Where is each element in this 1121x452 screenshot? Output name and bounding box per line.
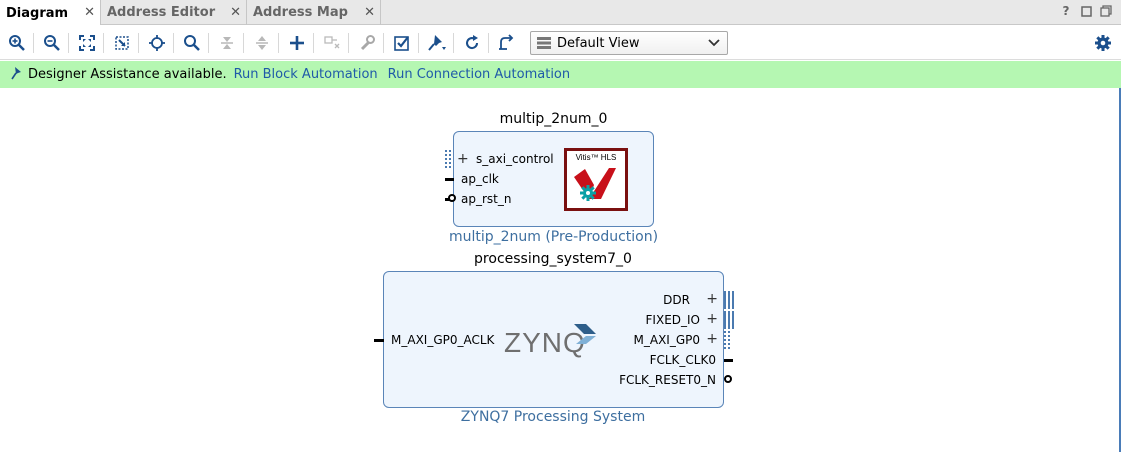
zoom-in-icon[interactable] xyxy=(7,33,27,53)
port-fixed-io[interactable]: FIXED_IO xyxy=(645,313,700,327)
search-icon[interactable] xyxy=(182,33,202,53)
regenerate-layout-icon[interactable] xyxy=(462,33,482,53)
optimize-routing-icon[interactable] xyxy=(497,33,517,53)
port-ap-rst-n[interactable]: ap_rst_n xyxy=(461,192,512,206)
view-select-value: Default View xyxy=(557,35,640,51)
crosshair-icon[interactable] xyxy=(147,33,167,53)
port-line xyxy=(724,359,733,362)
zoom-area-icon[interactable] xyxy=(112,33,132,53)
port-m-axi-gp0-aclk[interactable]: M_AXI_GP0_ACLK xyxy=(391,333,495,347)
port-line xyxy=(374,339,384,342)
port-s-axi-control[interactable]: s_axi_control xyxy=(476,152,554,166)
bus-interface-icon xyxy=(724,291,734,309)
assistance-message: Designer Assistance available. xyxy=(28,67,227,82)
bus-interface-icon xyxy=(724,311,734,329)
close-icon[interactable]: ✕ xyxy=(364,5,375,20)
collapse-all-icon xyxy=(217,33,237,53)
pin-icon xyxy=(10,66,22,84)
zynq-logo: ZYNQ xyxy=(504,327,586,358)
restore-icon[interactable] xyxy=(1079,4,1093,18)
zoom-fit-icon[interactable] xyxy=(77,33,97,53)
bus-interface-icon xyxy=(445,150,451,168)
close-icon[interactable]: ✕ xyxy=(84,5,95,20)
port-line xyxy=(445,178,454,181)
tab-diagram[interactable]: Diagram ✕ xyxy=(0,0,101,26)
tab-bar: Diagram ✕ Address Editor ✕ Address Map ✕… xyxy=(0,0,1121,26)
zoom-out-icon[interactable] xyxy=(42,33,62,53)
vitis-check-icon xyxy=(574,168,616,201)
run-connection-automation-link[interactable]: Run Connection Automation xyxy=(387,67,571,82)
expand-plus-icon[interactable]: + xyxy=(706,311,718,327)
port-ap-clk[interactable]: ap_clk xyxy=(461,172,499,186)
view-list-icon xyxy=(537,37,551,49)
help-icon[interactable]: ? xyxy=(1062,4,1070,18)
zynq-logo-swoosh-icon xyxy=(574,324,596,344)
tab-address-map[interactable]: Address Map ✕ xyxy=(247,0,381,25)
instance-name-multip[interactable]: multip_2num_0 xyxy=(499,111,608,127)
expand-plus-icon[interactable]: + xyxy=(706,331,718,347)
port-fclk-clk0[interactable]: FCLK_CLK0 xyxy=(649,353,716,367)
add-ip-icon[interactable] xyxy=(287,33,307,53)
expand-all-icon xyxy=(252,33,272,53)
instance-name-ps7[interactable]: processing_system7_0 xyxy=(474,251,632,267)
expand-plus-icon[interactable]: + xyxy=(706,291,718,307)
gear-icon[interactable] xyxy=(1093,33,1113,53)
block-multip-2num[interactable]: + s_axi_control ap_clk ap_rst_n Vitis™ H… xyxy=(445,131,654,227)
tab-label: Address Map xyxy=(253,5,348,20)
run-block-automation-link[interactable]: Run Block Automation xyxy=(233,67,378,82)
wrench-icon xyxy=(357,33,377,53)
vitis-hls-logo-text: Vitis™ HLS xyxy=(575,153,617,162)
diagram-canvas[interactable]: multip_2num_0 + s_axi_control ap_clk ap_… xyxy=(0,88,1121,452)
tab-label: Diagram xyxy=(6,5,69,21)
port-fclk-reset0-n[interactable]: FCLK_RESET0_N xyxy=(619,373,716,387)
module-type-ps7: ZYNQ7 Processing System xyxy=(460,409,646,425)
view-select[interactable]: Default View xyxy=(530,31,728,55)
port-line xyxy=(445,198,450,201)
toolbar: Default View xyxy=(0,25,1121,60)
chevron-down-icon xyxy=(708,39,720,47)
block-processing-system7[interactable]: M_AXI_GP0_ACLK ZYNQ DDR + FIXED_IO + M_A… xyxy=(374,271,734,408)
close-icon[interactable]: ✕ xyxy=(230,5,241,20)
tab-label: Address Editor xyxy=(107,5,216,20)
active-low-bubble-icon xyxy=(724,375,732,383)
make-connection-icon xyxy=(322,33,342,53)
validate-design-icon[interactable] xyxy=(392,33,412,53)
pin-icon[interactable] xyxy=(427,33,447,53)
vitis-hls-logo: Vitis™ HLS xyxy=(564,148,628,211)
expand-plus-icon[interactable]: + xyxy=(457,151,469,167)
maximize-icon[interactable] xyxy=(1099,4,1113,18)
port-m-axi-gp0[interactable]: M_AXI_GP0 xyxy=(633,333,701,347)
bus-interface-icon xyxy=(724,331,730,349)
module-type-multip: multip_2num (Pre-Production) xyxy=(448,229,659,245)
designer-assistance-bar: Designer Assistance available. Run Block… xyxy=(0,61,1121,88)
tab-address-editor[interactable]: Address Editor ✕ xyxy=(101,0,247,25)
active-low-bubble-icon xyxy=(448,194,456,202)
port-ddr[interactable]: DDR xyxy=(663,293,690,307)
